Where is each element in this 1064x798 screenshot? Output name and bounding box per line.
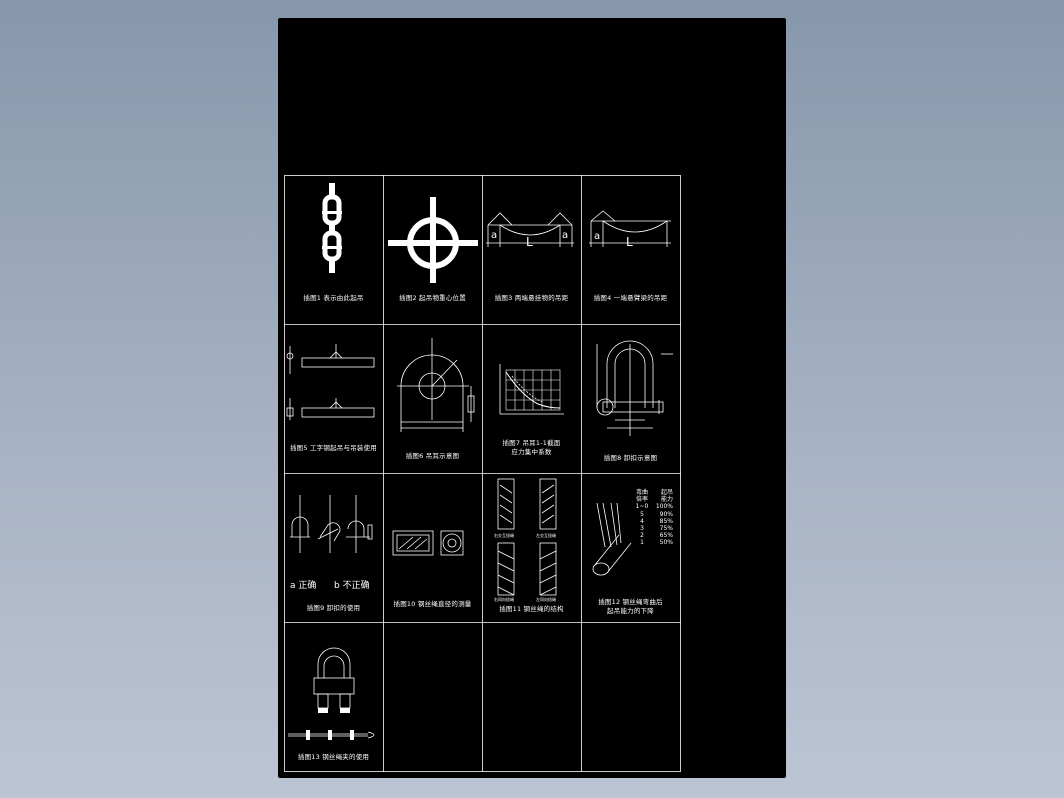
caption-10: 插图10 钢丝绳直径的测量 [393, 600, 472, 608]
illustration-4-cantilever-span: a L 插图4 一端悬臂梁的吊距 [581, 175, 680, 324]
caption-9: 插图9 卸扣的使用 [306, 604, 361, 612]
illustration-3-two-end-span: a L a 插图3 两端悬挂物的吊距 [482, 175, 581, 324]
label-a: a [594, 231, 600, 242]
table-cell: 4 [640, 517, 644, 525]
table-cell: 75% [659, 525, 673, 533]
label-incorrect: b 不正确 [334, 579, 370, 591]
table-cell: 3 [640, 525, 644, 533]
illustration-12-bending-reduction: 弯曲 起吊 倍率 能力 1~0 100% 5 90% 4 85% 3 75% 2 65% 1 5… [581, 473, 680, 622]
rope-label-1: 右交互捻绳 [494, 532, 514, 538]
chain-icon [322, 183, 342, 273]
illustration-10-rope-measurement: 插图10 钢丝绳直径的测量 [383, 473, 482, 622]
caption-12a: 插图12 钢丝绳弯曲后 [598, 598, 663, 606]
drawing-sheet [278, 18, 786, 778]
table-cell: 90% [659, 510, 673, 518]
center-of-gravity-icon [388, 197, 478, 283]
illustration-6-lifting-lug: 插图6 吊耳示意图 [383, 324, 482, 473]
illustration-9-shackle-usage: a 正确 b 不正确 插图9 卸扣的使用 [284, 473, 383, 622]
caption-13: 插图13 钢丝绳夹的使用 [297, 753, 370, 761]
table-cell: 100% [655, 503, 673, 511]
rope-clip-icon [288, 647, 375, 740]
illustration-13-rope-clip: 插图13 钢丝绳夹的使用 [284, 622, 383, 771]
label-correct: a 正确 [290, 579, 316, 591]
caption-5: 插图5 工字钢起吊与吊装使用 [289, 444, 377, 452]
caption-1: 插图1 表示由此起吊 [303, 294, 364, 302]
rope-label-4: 左同向捻绳 [536, 596, 556, 602]
illustration-11-rope-structure: 右交互捻绳 左交互捻绳 右同向捻绳 左同向捻绳 插图11 钢丝绳的结构 [482, 473, 581, 622]
label-L: L [526, 235, 533, 249]
rope-label-3: 右同向捻绳 [494, 596, 514, 602]
label-a-left: a [491, 230, 497, 241]
caption-11: 插图11 钢丝绳的结构 [499, 605, 564, 613]
table-header-1b: 倍率 [635, 496, 648, 504]
illustration-8-shackle: 插图8 卸扣示意图 [581, 324, 680, 473]
caption-3: 插图3 两端悬挂物的吊距 [494, 294, 569, 302]
caption-6: 插图6 吊耳示意图 [405, 452, 460, 460]
table-cell: 50% [659, 539, 673, 547]
illustration-grid: 插图1 表示由此起吊 插图2 起吊物重心位置 a L [284, 175, 681, 772]
label-a-right: a [562, 230, 568, 241]
illustration-7-stress-concentration: 插图7 吊耳1-1截面 应力集中系数 [482, 324, 581, 473]
table-cell: 2 [640, 532, 644, 540]
illustration-1-chain: 插图1 表示由此起吊 [284, 175, 383, 324]
bending-table: 弯曲 起吊 倍率 能力 1~0 100% 5 90% 4 85% 3 75% 2 65% 1 5… [633, 489, 673, 547]
table-cell: 5 [640, 510, 644, 518]
table-header-2a: 起吊 [660, 489, 673, 496]
grid-lines [284, 175, 681, 772]
table-cell: 65% [659, 532, 673, 540]
table-cell: 85% [659, 517, 673, 525]
caption-12b: 起吊能力的下降 [607, 607, 654, 615]
table-header-1a: 弯曲 [635, 489, 648, 496]
caption-8: 插图8 卸扣示意图 [603, 454, 658, 462]
illustration-2-center-of-gravity: 插图2 起吊物重心位置 [383, 175, 482, 324]
label-L: L [626, 235, 633, 249]
table-cell: 1 [640, 539, 644, 547]
table-cell: 1~0 [635, 503, 649, 511]
caption-2: 插图2 起吊物重心位置 [399, 294, 466, 302]
caption-7a: 插图7 吊耳1-1截面 [502, 439, 561, 447]
caption-4: 插图4 一端悬臂梁的吊距 [593, 294, 668, 302]
rope-label-2: 左交互捻绳 [536, 532, 556, 538]
table-header-2b: 能力 [660, 496, 673, 504]
illustration-5-i-beam: 插图5 工字钢起吊与吊装使用 [284, 324, 383, 473]
shackle-icon [596, 340, 673, 436]
caption-7b: 应力集中系数 [511, 448, 552, 456]
